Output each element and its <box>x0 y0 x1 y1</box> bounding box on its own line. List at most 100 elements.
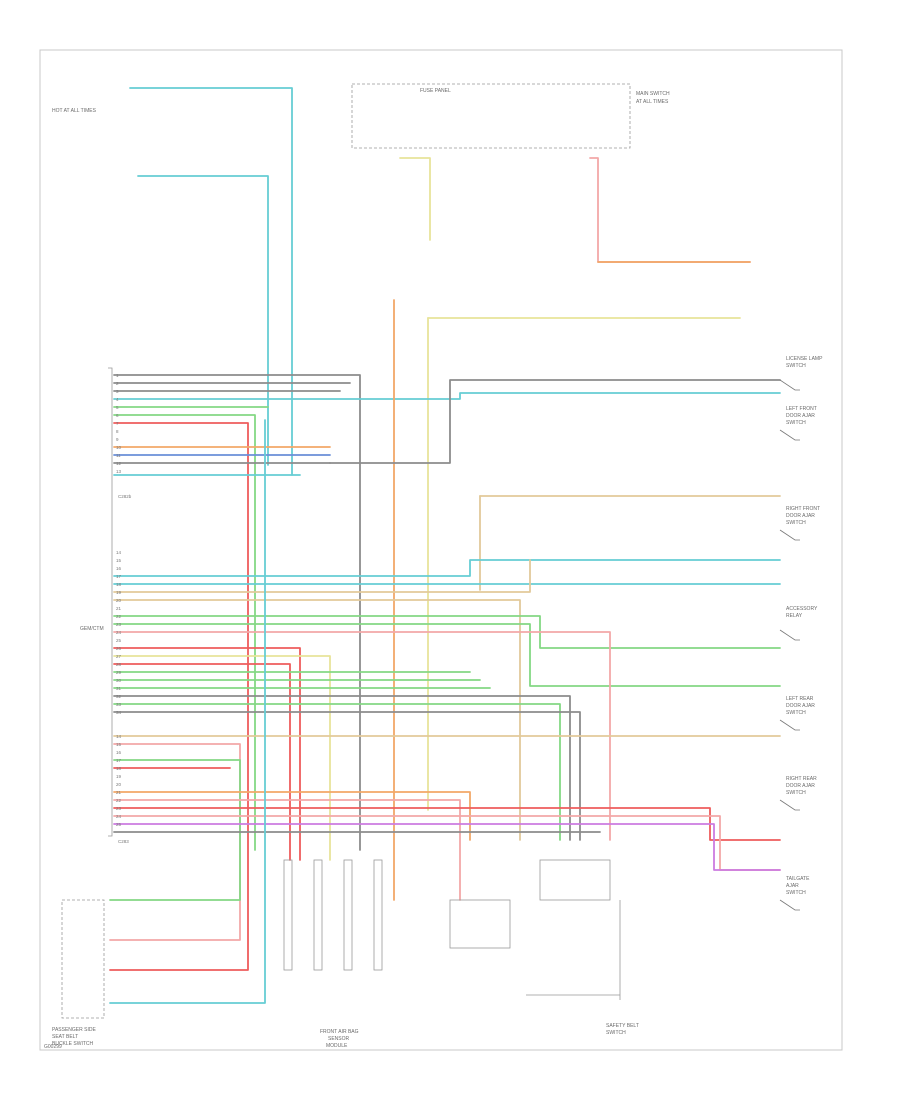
right-component-label: RELAY <box>786 613 803 619</box>
wire-u1 <box>113 374 361 851</box>
switch-symbol <box>779 429 800 441</box>
main-switch-label: MAIN SWITCH <box>636 91 670 97</box>
right-component-label: DOOR AJAR <box>786 783 815 789</box>
wire-l22 <box>113 799 461 901</box>
wire-top-cyan-2 <box>137 175 269 466</box>
module-pin: 9 <box>116 437 119 442</box>
wire-l3 <box>113 559 531 593</box>
module-pin: 6 <box>116 413 119 418</box>
module-pin: 10 <box>116 445 122 450</box>
bottom-center-label-3: MODULE <box>326 1043 348 1049</box>
module-pin: 5 <box>116 405 119 410</box>
wires-layer <box>109 87 781 1004</box>
bottom-right-label-1: SAFETY BELT <box>606 1023 639 1029</box>
module-pin: 16 <box>116 750 122 755</box>
diagram-frame <box>39 49 843 1051</box>
module-pin: 24 <box>116 814 122 819</box>
terminal-block <box>313 859 323 971</box>
wire-sensor-cyan <box>109 419 266 1004</box>
module-pin: 31 <box>116 686 122 691</box>
module-pin: 16 <box>116 566 122 571</box>
bottom-center-label-1: FRONT AIR BAG <box>320 1029 359 1035</box>
module-pin: 28 <box>116 662 122 667</box>
module-pin: 20 <box>116 782 122 787</box>
right-component-label: DOOR AJAR <box>786 703 815 709</box>
wire-l1 <box>113 559 781 577</box>
module-pin: 20 <box>116 598 122 603</box>
wire-l16 <box>113 711 581 841</box>
module-pin: 21 <box>116 790 122 795</box>
module-outline <box>108 367 113 837</box>
module-pin: 19 <box>116 774 122 779</box>
module-pin: 18 <box>116 766 122 771</box>
right-component-label: DOOR AJAR <box>786 513 815 519</box>
switch-symbol <box>779 799 800 811</box>
module-pin: 24 <box>116 630 122 635</box>
module-pin: 25 <box>116 638 122 643</box>
hot-label: HOT AT ALL TIMES <box>52 108 97 114</box>
module-pin: 29 <box>116 670 122 675</box>
module-pin: 19 <box>116 590 122 595</box>
wire-l14 <box>113 695 571 841</box>
right-component-label: LICENSE LAMP <box>786 356 823 362</box>
terminal-block <box>343 859 353 971</box>
wire-u4 <box>113 392 781 400</box>
sensor-box <box>61 899 105 1019</box>
module-pin: 2 <box>116 381 119 386</box>
module-pin: 17 <box>116 574 122 579</box>
right-component-label: RIGHT FRONT <box>786 506 820 512</box>
right-component-label: LEFT FRONT <box>786 406 817 412</box>
right-component-label: SWITCH <box>786 790 806 796</box>
wire-l7 <box>113 631 611 841</box>
wire-top-cyan <box>129 87 293 476</box>
relay-block-2 <box>449 899 511 949</box>
module-pin: 26 <box>116 646 122 651</box>
module-pin: 23 <box>116 622 122 627</box>
fuse-panel-title: FUSE PANEL <box>420 88 451 94</box>
module-pin: 30 <box>116 678 122 683</box>
terminal-block <box>283 859 293 971</box>
right-component-label: SWITCH <box>786 420 806 426</box>
module-pin: 4 <box>116 397 119 402</box>
module-pin: 14 <box>116 734 122 739</box>
module-pin: 34 <box>116 710 122 715</box>
switch-symbol <box>779 719 800 731</box>
wire-l6 <box>113 623 781 687</box>
module-name: GEM/CTM <box>80 626 104 632</box>
right-component-label: AJAR <box>786 883 799 889</box>
wire-fuse-pink <box>589 157 751 263</box>
module-pin: 17 <box>116 758 122 763</box>
module-pin: 7 <box>116 421 119 426</box>
right-component-label: TAILGATE <box>786 876 810 882</box>
module-pin: 25 <box>116 822 122 827</box>
module-pin: 22 <box>116 798 122 803</box>
right-component-label: DOOR AJAR <box>786 413 815 419</box>
sensor-label-3: BUCKLE SWITCH <box>52 1041 94 1047</box>
module-pin: 8 <box>116 429 119 434</box>
module-pin: 14 <box>116 550 122 555</box>
fuse-panel-box <box>351 83 631 149</box>
module-pin: 11 <box>116 453 121 458</box>
diagram-code: G00299 <box>44 1044 62 1050</box>
module-pin: 32 <box>116 694 122 699</box>
bottom-right-label-2: SWITCH <box>606 1030 626 1036</box>
module-pin: 12 <box>116 461 122 466</box>
sensor-label-2: SEAT BELT <box>52 1034 78 1040</box>
wire-u6 <box>113 414 256 851</box>
module-pin: 1 <box>116 373 119 378</box>
module-pin: 21 <box>116 606 122 611</box>
module-pin: 22 <box>116 614 122 619</box>
hot-at-all-times-label: AT ALL TIMES <box>636 99 669 105</box>
module-pin: 18 <box>116 582 122 587</box>
right-component-label: SWITCH <box>786 363 806 369</box>
switch-symbol <box>779 629 800 641</box>
right-component-label: LEFT REAR <box>786 696 814 702</box>
switch-symbol <box>779 529 800 541</box>
module-pin: 33 <box>116 702 122 707</box>
module-pin: 15 <box>116 742 122 747</box>
wire-gray-top <box>329 379 781 464</box>
bottom-center-label-2: SENSOR <box>328 1036 350 1042</box>
wire-fuse-yellow <box>399 157 431 241</box>
switch-symbol <box>779 899 800 911</box>
